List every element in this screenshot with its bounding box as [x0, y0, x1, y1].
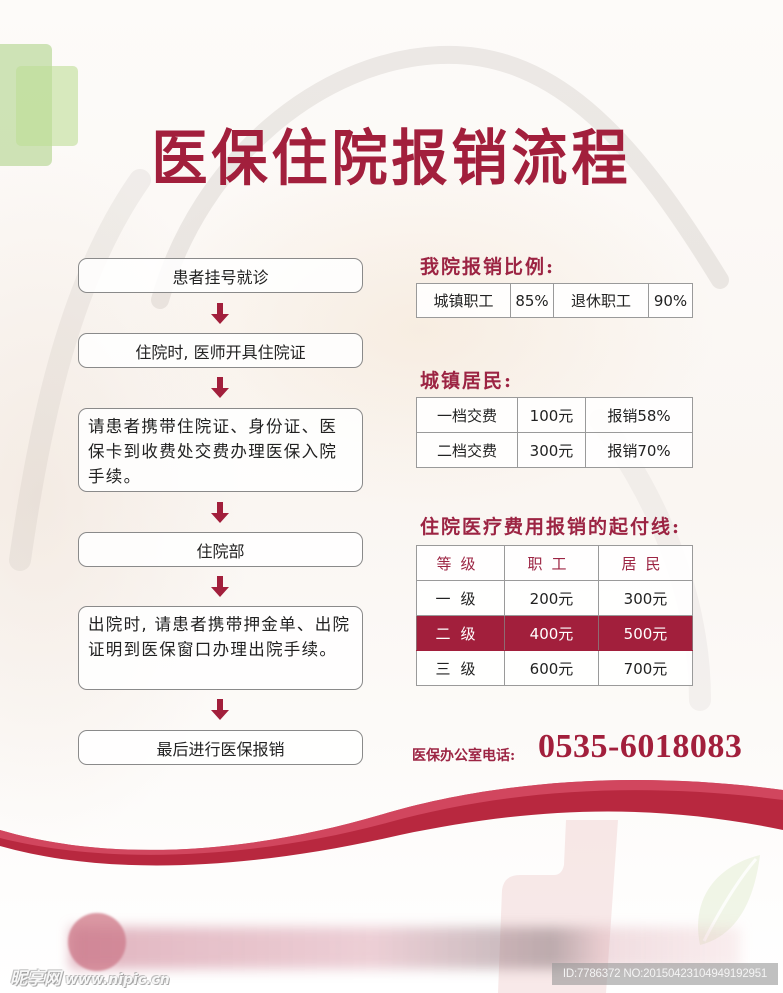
residents-table: 一档交费 100元 报销58% 二档交费 300元 报销70%: [416, 397, 693, 468]
table-cell: 700元: [598, 650, 693, 686]
flow-step-reimbursement: 最后进行医保报销: [78, 730, 363, 765]
table-row: 一档交费 100元 报销58%: [416, 397, 693, 433]
column-header: 职工: [504, 545, 599, 581]
down-arrow-icon: [211, 502, 229, 523]
table-cell: 300元: [517, 432, 586, 468]
flow-step-admission-certificate: 住院时, 医师开具住院证: [78, 333, 363, 368]
column-header: 等级: [416, 545, 505, 581]
blurred-hospital-name: [70, 927, 740, 969]
table-cell: 二档交费: [416, 432, 518, 468]
table-row-highlighted: 二级 400元 500元: [416, 615, 693, 651]
deductible-table: 等级 职工 居民 一级 200元 300元 二级 400元 500元 三级 60…: [416, 545, 693, 686]
table-cell: 二级: [416, 615, 505, 651]
rate-table: 城镇职工 85% 退休职工 90%: [416, 283, 693, 318]
table-row: 二档交费 300元 报销70%: [416, 432, 693, 468]
table-row: 城镇职工 85% 退休职工 90%: [416, 283, 693, 318]
image-id-badge: ID:7786372 NO:20150423104949192951: [552, 963, 778, 985]
table-cell: 600元: [504, 650, 599, 686]
down-arrow-icon: [211, 303, 229, 324]
flow-step-inpatient-dept: 住院部: [78, 532, 363, 567]
table-cell: 三级: [416, 650, 505, 686]
green-decor-square: [16, 66, 78, 146]
down-arrow-icon: [211, 699, 229, 720]
down-arrow-icon: [211, 576, 229, 597]
residents-heading: 城镇居民:: [420, 370, 514, 392]
flow-step-discharge-procedures: 出院时, 请患者携带押金单、出院证明到医保窗口办理出院手续。: [78, 606, 363, 690]
table-cell: 200元: [504, 580, 599, 616]
column-header: 居民: [598, 545, 693, 581]
table-cell: 报销70%: [585, 432, 693, 468]
table-cell: 100元: [517, 397, 586, 433]
phone-number: 0535-6018083: [538, 728, 743, 765]
table-row: 一级 200元 300元: [416, 580, 693, 616]
watermark-url: www.nipic.cn: [65, 972, 170, 988]
table-cell: 300元: [598, 580, 693, 616]
flow-step-admission-procedures: 请患者携带住院证、身份证、医保卡到收费处交费办理医保入院手续。: [78, 408, 363, 492]
table-cell: 一档交费: [416, 397, 518, 433]
red-ribbon-wave: [0, 780, 783, 866]
rate-cell-value: 90%: [648, 283, 693, 318]
table-header-row: 等级 职工 居民: [416, 545, 693, 581]
rate-cell-value: 85%: [510, 283, 554, 318]
rate-cell-label: 城镇职工: [416, 283, 511, 318]
rate-heading: 我院报销比例:: [420, 256, 556, 278]
table-cell: 400元: [504, 615, 599, 651]
table-cell: 一级: [416, 580, 505, 616]
table-row: 三级 600元 700元: [416, 650, 693, 686]
table-cell: 500元: [598, 615, 693, 651]
rate-cell-label: 退休职工: [553, 283, 649, 318]
phone-label: 医保办公室电话:: [412, 748, 516, 764]
watermark-brand: 昵享网: [10, 969, 61, 989]
page-title: 医保住院报销流程: [151, 122, 632, 194]
flow-step-register: 患者挂号就诊: [78, 258, 363, 293]
down-arrow-icon: [211, 377, 229, 398]
deductible-heading: 住院医疗费用报销的起付线:: [420, 516, 682, 538]
table-cell: 报销58%: [585, 397, 693, 433]
